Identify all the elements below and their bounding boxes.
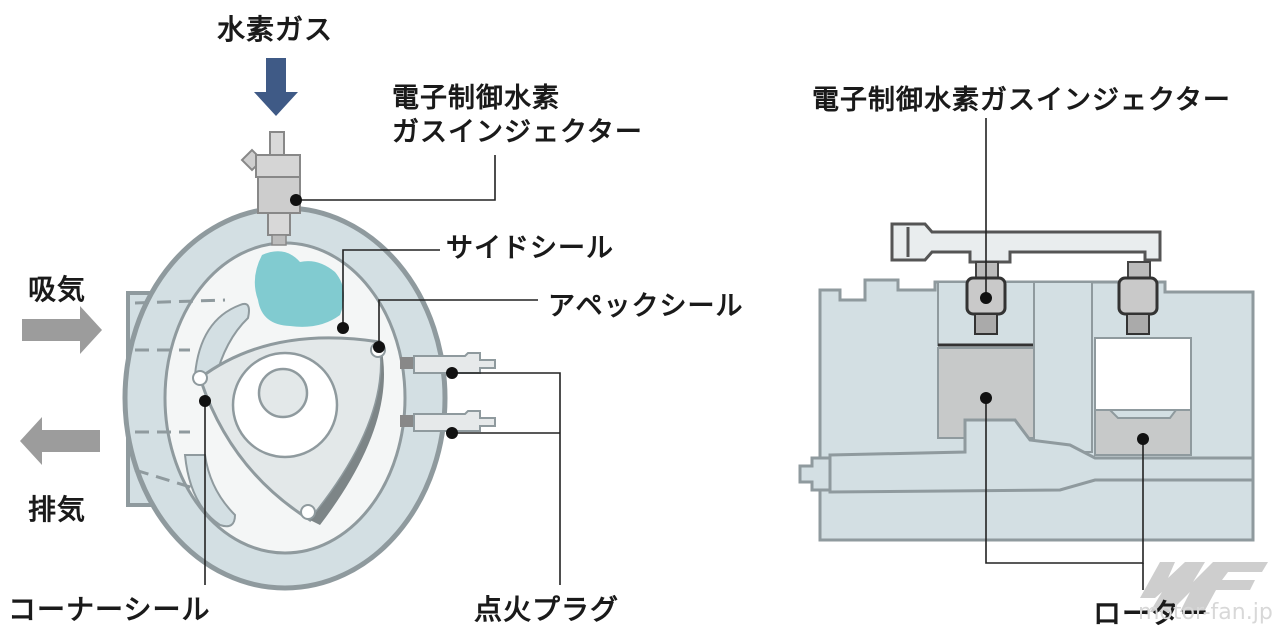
chamber-right-white	[1094, 337, 1192, 411]
watermark-logo-icon	[1140, 562, 1268, 612]
rotor-label: ローター	[1093, 597, 1210, 630]
hydrogen-inflow-arrow	[254, 58, 298, 116]
engine-side-section	[798, 118, 1255, 590]
injector-left-label: 電子制御水素 ガスインジェクター	[392, 82, 643, 150]
apex-seal-left	[192, 370, 208, 386]
leader-dots-left	[199, 194, 458, 439]
injector-right-label: 電子制御水素ガスインジェクター	[812, 85, 1231, 116]
leader-dots-right	[980, 292, 1149, 445]
rotary-engine-section	[20, 58, 561, 591]
rotor-right	[1094, 409, 1192, 456]
injector-right-1	[965, 261, 1007, 335]
side-seal-label: サイドシール	[446, 233, 614, 264]
intake-port	[193, 302, 250, 382]
injector-left-label-line2: ガスインジェクター	[392, 117, 643, 148]
exhaust-label: 排気	[28, 493, 87, 526]
center-housing	[1033, 281, 1093, 453]
injector-left-label-line1: 電子制御水素	[392, 83, 560, 114]
port-dashes	[134, 298, 226, 492]
apex-seal-label: アペックシール	[548, 291, 744, 322]
intake-arrow	[22, 306, 102, 354]
spark-plug-lower	[400, 410, 496, 432]
eccentric-shaft-side	[828, 418, 1255, 494]
shaft-end	[798, 456, 832, 492]
hydrogen-cloud	[254, 251, 344, 327]
watermark-text: motor-fan.jp	[1138, 600, 1273, 625]
corner-seal-label: コーナーシール	[8, 593, 211, 626]
injector-right-2	[1117, 261, 1159, 335]
leader-lines-right	[985, 118, 1144, 590]
exhaust-arrow	[20, 417, 100, 465]
exhaust-port	[183, 454, 237, 528]
rotor-shadow	[310, 342, 384, 525]
spark-plug-label: 点火プラグ	[474, 593, 620, 626]
eccentric-shaft	[257, 367, 309, 419]
fuel-rail	[890, 222, 1162, 264]
leader-lines-left	[204, 155, 561, 585]
apex-seal-bottom	[300, 504, 316, 520]
hydrogen-gas-label: 水素ガス	[217, 13, 334, 46]
intake-label: 吸気	[28, 273, 87, 306]
